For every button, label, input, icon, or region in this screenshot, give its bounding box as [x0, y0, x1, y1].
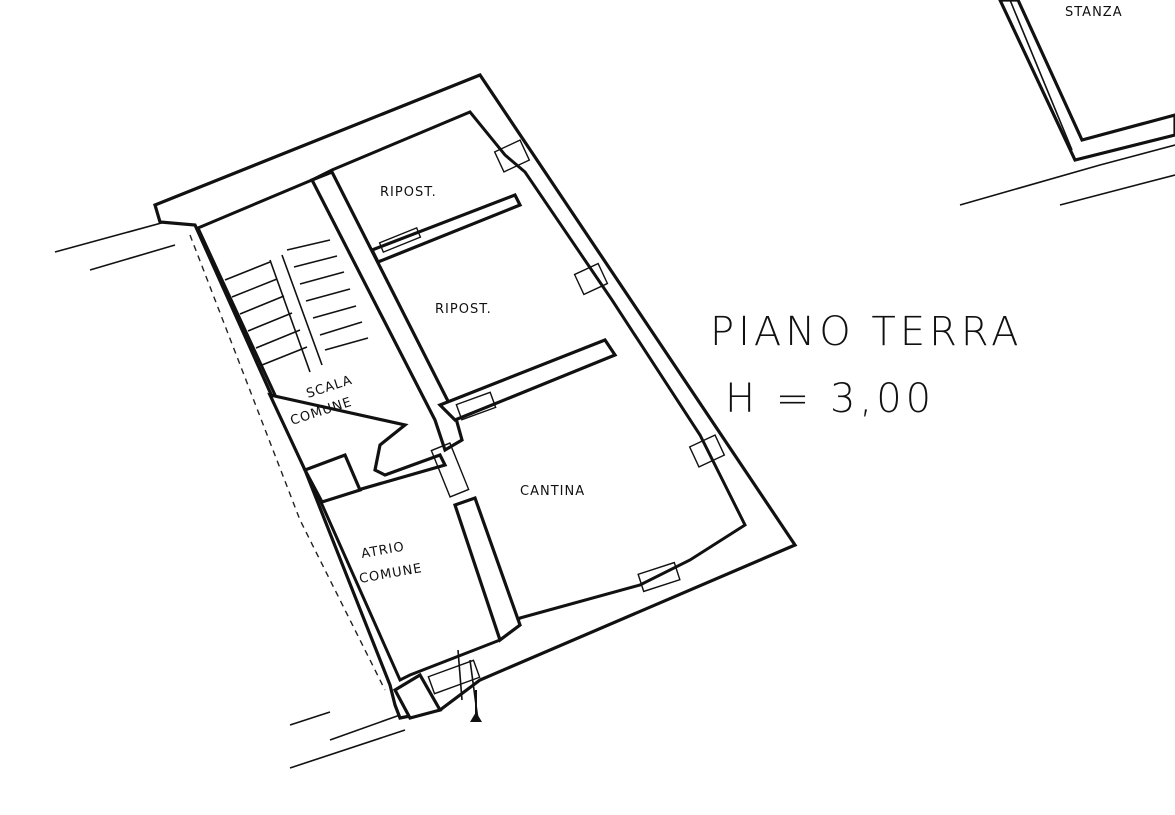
title-piano-terra: PIANO TERRA: [710, 309, 1022, 355]
label-cantina: CANTINA: [520, 484, 585, 499]
neighbor-building: [959, 0, 1175, 206]
title-height: H = 3,00: [725, 376, 935, 422]
label-ripost-upper: RIPOST.: [380, 185, 437, 200]
label-ripost-lower: RIPOST.: [435, 302, 492, 317]
openings: [378, 139, 726, 721]
entrance-arrow-icon: [470, 690, 482, 722]
stair-treads: [224, 239, 369, 373]
boundary-lines: [54, 221, 406, 769]
interior-walls: [267, 169, 618, 720]
plan-title: PIANO TERRA H = 3,00: [710, 309, 1022, 422]
label-stanza: STANZA: [1065, 5, 1123, 20]
